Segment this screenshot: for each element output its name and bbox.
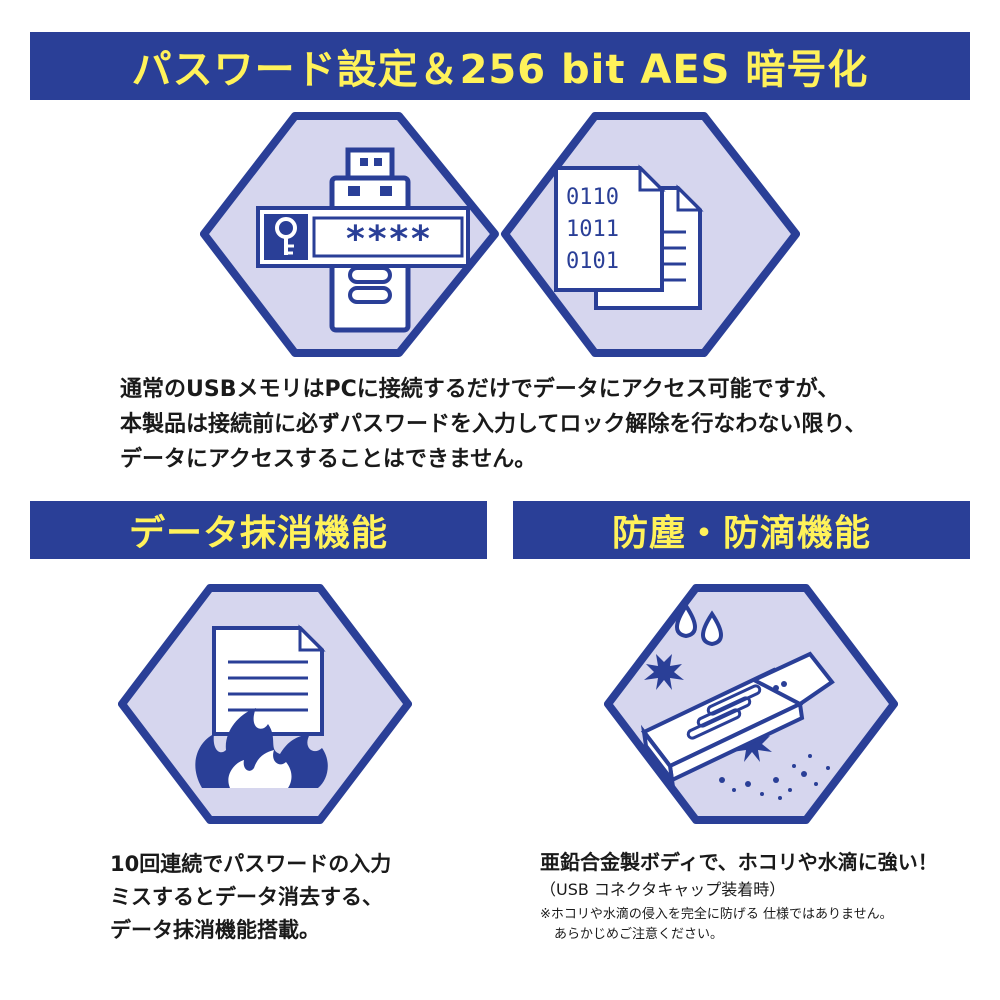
- data-erase-description-line-3: データ抹消機能搭載。: [110, 918, 320, 942]
- burning-document-icon: [195, 624, 328, 788]
- dust-description-sub: （USB コネクタキャップ装着時）: [540, 878, 980, 902]
- banner-dust-drip-proof-title: 防塵・防滴機能: [611, 513, 871, 554]
- data-erase-description-line-1: 10回連続でパスワードの入力: [110, 852, 392, 876]
- dust-particles: [719, 754, 830, 800]
- dust-description-sub-text: （USB コネクタキャップ装着時）: [540, 880, 786, 899]
- password-description: 通常のUSBメモリはPCに接続するだけでデータにアクセス可能ですが、 本製品は接…: [120, 372, 920, 477]
- binary-line-2: 1011: [566, 217, 619, 242]
- password-encryption-illustration: **** 0110 1011 0101: [200, 112, 800, 357]
- password-description-line-2: 本製品は接続前に必ずパスワードを入力してロック解除を行なわない限り、: [120, 412, 867, 437]
- dust-note-line-2: あらかじめご注意ください。: [554, 927, 724, 942]
- binary-line-1: 0110: [566, 185, 619, 210]
- binary-line-3: 0101: [566, 249, 619, 274]
- dust-drip-proof-illustration: [604, 584, 898, 824]
- banner-data-erase: データ抹消機能: [30, 501, 487, 559]
- password-mask-text: ****: [345, 219, 432, 260]
- data-erase-description-line-2: ミスするとデータ消去する、: [110, 885, 383, 909]
- banner-dust-drip-proof: 防塵・防滴機能: [513, 501, 970, 559]
- password-field: [312, 216, 464, 258]
- key-icon: [275, 217, 297, 255]
- data-erase-description: 10回連続でパスワードの入力 ミスするとデータ消去する、 データ抹消機能搭載。: [110, 848, 490, 947]
- banner-password-aes-title: パスワード設定＆256 bit AES 暗号化: [131, 47, 869, 93]
- encrypted-document-icon: 0110 1011 0101: [554, 164, 704, 310]
- water-drop-icon: [675, 602, 723, 647]
- banner-data-erase-title: データ抹消機能: [128, 513, 388, 554]
- data-erase-illustration: [118, 584, 412, 824]
- dust-description-main-text: 亜鉛合金製ボディで、ホコリや水滴に強い！: [540, 850, 938, 874]
- banner-password-aes: パスワード設定＆256 bit AES 暗号化: [30, 32, 970, 100]
- usb-stick-icon: [640, 651, 835, 788]
- dust-description-note: ※ホコリや水滴の侵入を完全に防げる 仕様ではありません。 あらかじめご注意くださ…: [540, 905, 980, 945]
- dust-note-line-1: ※ホコリや水滴の侵入を完全に防げる 仕様ではありません。: [540, 907, 893, 922]
- password-description-line-3: データにアクセスすることはできません。: [120, 447, 537, 472]
- dust-description-main: 亜鉛合金製ボディで、ホコリや水滴に強い！: [540, 847, 980, 877]
- password-description-line-1: 通常のUSBメモリはPCに接続するだけでデータにアクセス可能ですが、: [120, 377, 840, 402]
